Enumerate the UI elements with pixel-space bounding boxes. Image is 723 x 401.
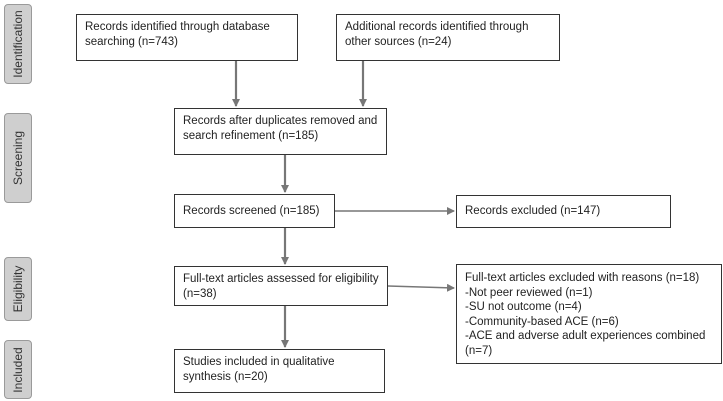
box-line: synthesis (n=20) xyxy=(183,371,268,383)
box-records-after-duplicates: Records after duplicates removed and sea… xyxy=(174,108,387,155)
box-line: Records identified through database xyxy=(85,21,270,33)
phase-included: Included xyxy=(4,340,32,399)
box-database-records: Records identified through database sear… xyxy=(76,14,298,61)
box-other-records: Additional records identified through ot… xyxy=(336,14,560,61)
box-line: Records excluded (n=147) xyxy=(465,205,601,217)
box-line: -SU not outcome (n=4) xyxy=(465,301,582,313)
phase-eligibility: Eligibility xyxy=(4,257,32,321)
box-line: -ACE and adverse adult experiences combi… xyxy=(465,330,706,342)
box-line: searching (n=743) xyxy=(85,36,179,48)
box-line: Full-text articles excluded with reasons… xyxy=(465,272,700,284)
box-records-excluded: Records excluded (n=147) xyxy=(456,195,671,228)
box-studies-included: Studies included in qualitative synthesi… xyxy=(174,349,385,393)
box-line: Additional records identified through xyxy=(345,21,529,33)
phase-screening: Screening xyxy=(4,113,32,203)
box-line: Full-text articles assessed for eligibil… xyxy=(183,273,379,285)
box-line: Studies included in qualitative xyxy=(183,356,335,368)
box-line: Records screened (n=185) xyxy=(183,205,320,217)
box-line: Records after duplicates removed and xyxy=(183,115,378,127)
box-line: other sources (n=24) xyxy=(345,36,452,48)
box-line: (n=38) xyxy=(183,288,217,300)
box-line: search refinement (n=185) xyxy=(183,130,319,142)
box-line: -Not peer reviewed (n=1) xyxy=(465,286,593,299)
box-line: (n=7) xyxy=(465,344,493,357)
box-fulltext-assessed: Full-text articles assessed for eligibil… xyxy=(174,266,388,306)
box-fulltext-excluded: Full-text articles excluded with reasons… xyxy=(456,264,722,364)
phase-identification: Identification xyxy=(4,4,32,84)
arrow-fulltext-to-excluded xyxy=(387,283,455,292)
box-records-screened: Records screened (n=185) xyxy=(174,194,335,228)
box-line: -Community-based ACE (n=6) xyxy=(465,315,619,328)
